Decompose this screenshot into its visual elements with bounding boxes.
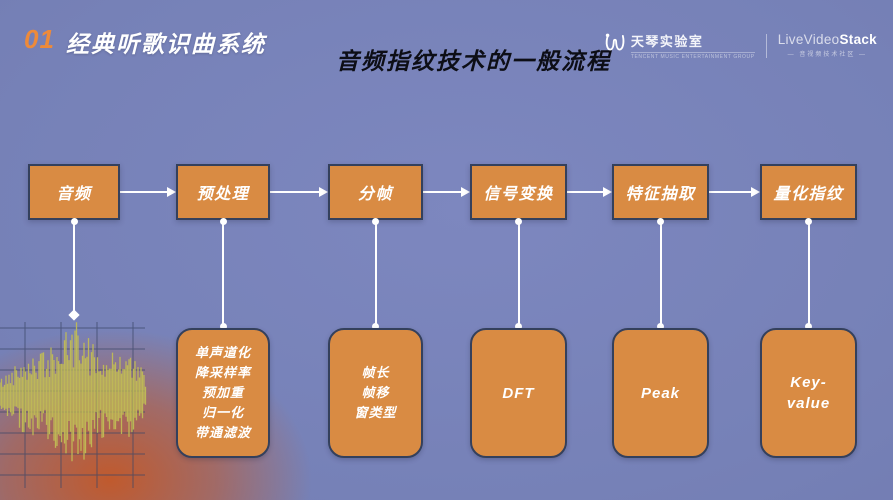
flow-box-label: 分帧 [357,186,393,203]
flow-box-feature-extract: 特征抽取 [612,164,709,220]
detail-line: 单声道化 [194,345,251,360]
flow-box-quantize: 量化指纹 [760,164,857,220]
livevideostack-logo-subtext: — 音视频技术社区 — [787,52,868,58]
connector-dot [805,323,812,330]
logo-divider [765,33,767,58]
detail-line: Peak [640,384,681,402]
detail-box-preprocess: 单声道化 降采样率 预加重 归一化 带通滤波 [176,328,270,458]
detail-line: 帧移 [361,385,390,400]
detail-line: 帧长 [361,365,390,380]
connector-line [517,220,520,328]
connector-dot [657,218,664,225]
detail-line: 归一化 [201,405,244,420]
detail-line: 预加重 [201,385,244,400]
flow-box-audio: 音频 [28,164,120,220]
logo-bar: 天琴实验室 TENCENT MUSIC ENTERTAINMENT GROUP … [604,31,877,60]
waveform-bars [0,322,147,462]
arrow-right-icon [423,187,470,197]
connector-dot [70,218,78,225]
detail-line: Key- [790,374,827,391]
connector-line [807,220,810,328]
arrow-right-icon [567,187,612,197]
connector-dot [515,218,522,225]
connector-dot [372,218,379,225]
livevideostack-logo-name: LiveVideoStack [777,32,877,47]
page-title: 音频指纹技术的一般流程 [336,48,611,74]
detail-box-framing: 帧长 帧移 窗类型 [328,328,423,458]
connector-line [222,220,224,328]
detail-box-peak: Peak [612,328,709,458]
detail-line: value [786,395,831,412]
arrow-right-icon [120,187,176,197]
connector-line [659,220,662,328]
flow-box-preprocess: 预处理 [176,164,270,220]
tianqin-logo: 天琴实验室 TENCENT MUSIC ENTERTAINMENT GROUP [604,31,755,60]
flow-box-label: 音频 [56,186,92,203]
flow-box-label: 特征抽取 [625,186,696,203]
detail-line: DFT [502,384,535,402]
connector-dot [515,323,522,330]
flow-box-framing: 分帧 [328,164,423,220]
connector-dot [657,323,664,330]
detail-line: 带通滤波 [194,425,251,440]
section-title: 经典听歌识曲系统 [66,31,266,57]
detail-box-keyvalue: Key- value [760,328,857,458]
flow-box-label: 量化指纹 [773,186,844,203]
tianqin-wave-icon [604,31,626,60]
section-number: 01 [24,24,55,54]
connector-line [374,220,377,328]
detail-line: 窗类型 [354,405,397,420]
livevideostack-logo: LiveVideoStack — 音视频技术社区 — [777,32,877,59]
detail-line: 降采样率 [194,365,251,380]
connector-line [73,220,75,312]
connector-dot [219,218,227,225]
arrow-right-icon [270,187,328,197]
flow-box-transform: 信号变换 [470,164,567,220]
arrow-right-icon [709,187,760,197]
tianqin-logo-name: 天琴实验室 [630,34,704,49]
connector-dot [805,218,812,225]
tianqin-logo-subtext: TENCENT MUSIC ENTERTAINMENT GROUP [630,52,755,60]
audio-waveform-image [0,322,147,488]
flow-box-label: 信号变换 [483,186,554,203]
flow-box-label: 预处理 [196,186,250,203]
detail-box-dft: DFT [470,328,567,458]
